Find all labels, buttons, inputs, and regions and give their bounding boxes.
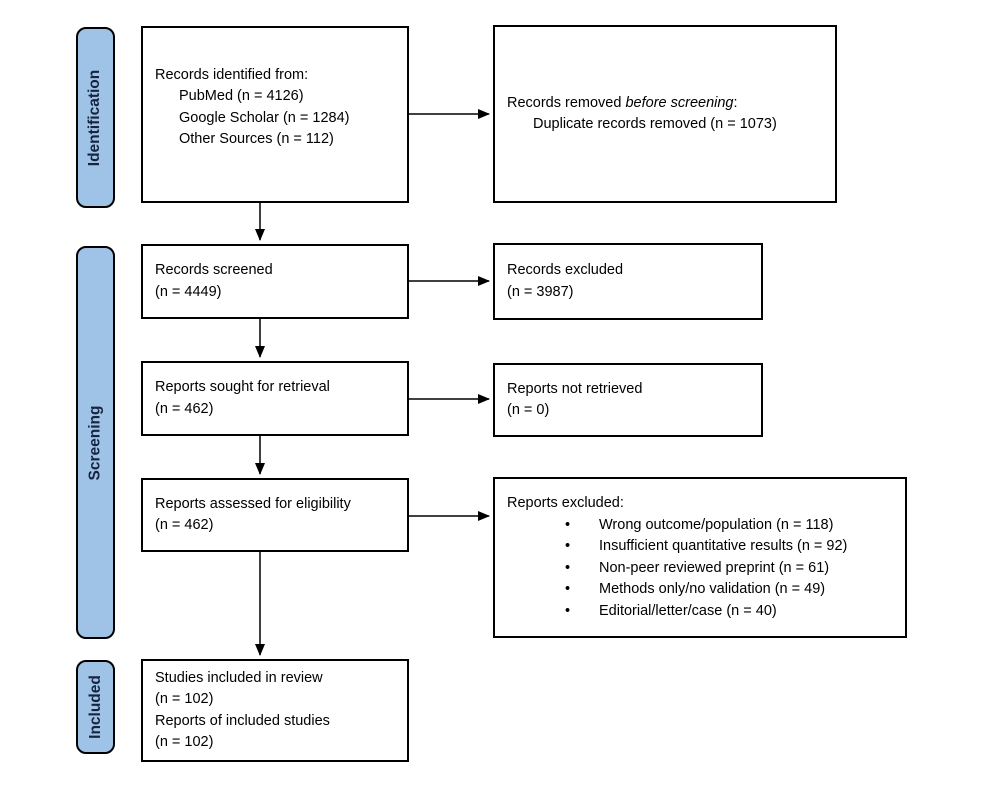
records-removed-title-suffix: : — [733, 94, 738, 111]
reports-assessed-count: (n = 462) — [155, 517, 214, 533]
records-identified-source: PubMed (n = 4126) — [179, 88, 304, 104]
records-identified-source: Google Scholar (n = 1284) — [179, 109, 350, 126]
reports-included-count: (n = 102) — [155, 734, 214, 750]
records-screened-label: Records screened — [155, 262, 273, 278]
records-excluded-count: (n = 3987) — [507, 283, 574, 300]
stage-label-included: Included — [86, 675, 104, 739]
reports-assessed-label: Reports assessed for eligibility — [155, 495, 351, 512]
reports-sought-count: (n = 462) — [155, 400, 214, 417]
reports-excluded-reason: Editorial/letter/case (n = 40) — [507, 601, 897, 623]
reports-excluded-reason: Methods only/no validation (n = 49) — [507, 579, 897, 601]
reports-included-label: Reports of included studies — [155, 712, 330, 729]
stage-bar-identification: Identification — [76, 27, 115, 208]
box-reports-excluded: Reports excluded: Wrong outcome/populati… — [493, 477, 907, 638]
records-removed-title: Records removed before screening: — [507, 93, 827, 115]
box-studies-included: Studies included in review (n = 102) Rep… — [141, 659, 409, 762]
records-removed-title-italic: before screening — [625, 94, 734, 111]
reports-excluded-reason: Wrong outcome/population (n = 118) — [507, 515, 897, 537]
reports-sought-label: Reports sought for retrieval — [155, 379, 330, 395]
stage-label-screening: Screening — [86, 405, 104, 480]
records-identified-source: Other Sources (n = 112) — [179, 131, 334, 147]
stage-bar-included: Included — [76, 660, 115, 754]
records-removed-title-prefix: Records removed — [507, 94, 626, 111]
box-records-removed: Records removed before screening: Duplic… — [493, 25, 837, 203]
box-reports-assessed: Reports assessed for eligibility (n = 46… — [141, 478, 409, 552]
records-removed-reason: Duplicate records removed (n = 1073) — [533, 116, 777, 132]
box-reports-sought: Reports sought for retrieval (n = 462) — [141, 361, 409, 436]
reports-not-retrieved-label: Reports not retrieved — [507, 380, 643, 397]
records-screened-count: (n = 4449) — [155, 283, 222, 300]
box-records-excluded: Records excluded (n = 3987) — [493, 243, 763, 320]
box-records-identified: Records identified from: PubMed (n = 412… — [141, 26, 409, 203]
reports-not-retrieved-count: (n = 0) — [507, 402, 550, 418]
box-reports-not-retrieved: Reports not retrieved (n = 0) — [493, 363, 763, 437]
records-excluded-label: Records excluded — [507, 262, 624, 278]
studies-included-count: (n = 102) — [155, 691, 214, 707]
reports-excluded-reason: Non-peer reviewed preprint (n = 61) — [507, 558, 897, 580]
box-records-screened: Records screened (n = 4449) — [141, 244, 409, 319]
stage-label-identification: Identification — [86, 69, 104, 166]
records-identified-title: Records identified from: — [155, 66, 309, 83]
studies-included-label: Studies included in review — [155, 669, 323, 686]
stage-bar-screening: Screening — [76, 246, 115, 639]
reports-excluded-reason: Insufficient quantitative results (n = 9… — [507, 536, 897, 558]
reports-excluded-title: Reports excluded: — [507, 495, 624, 511]
